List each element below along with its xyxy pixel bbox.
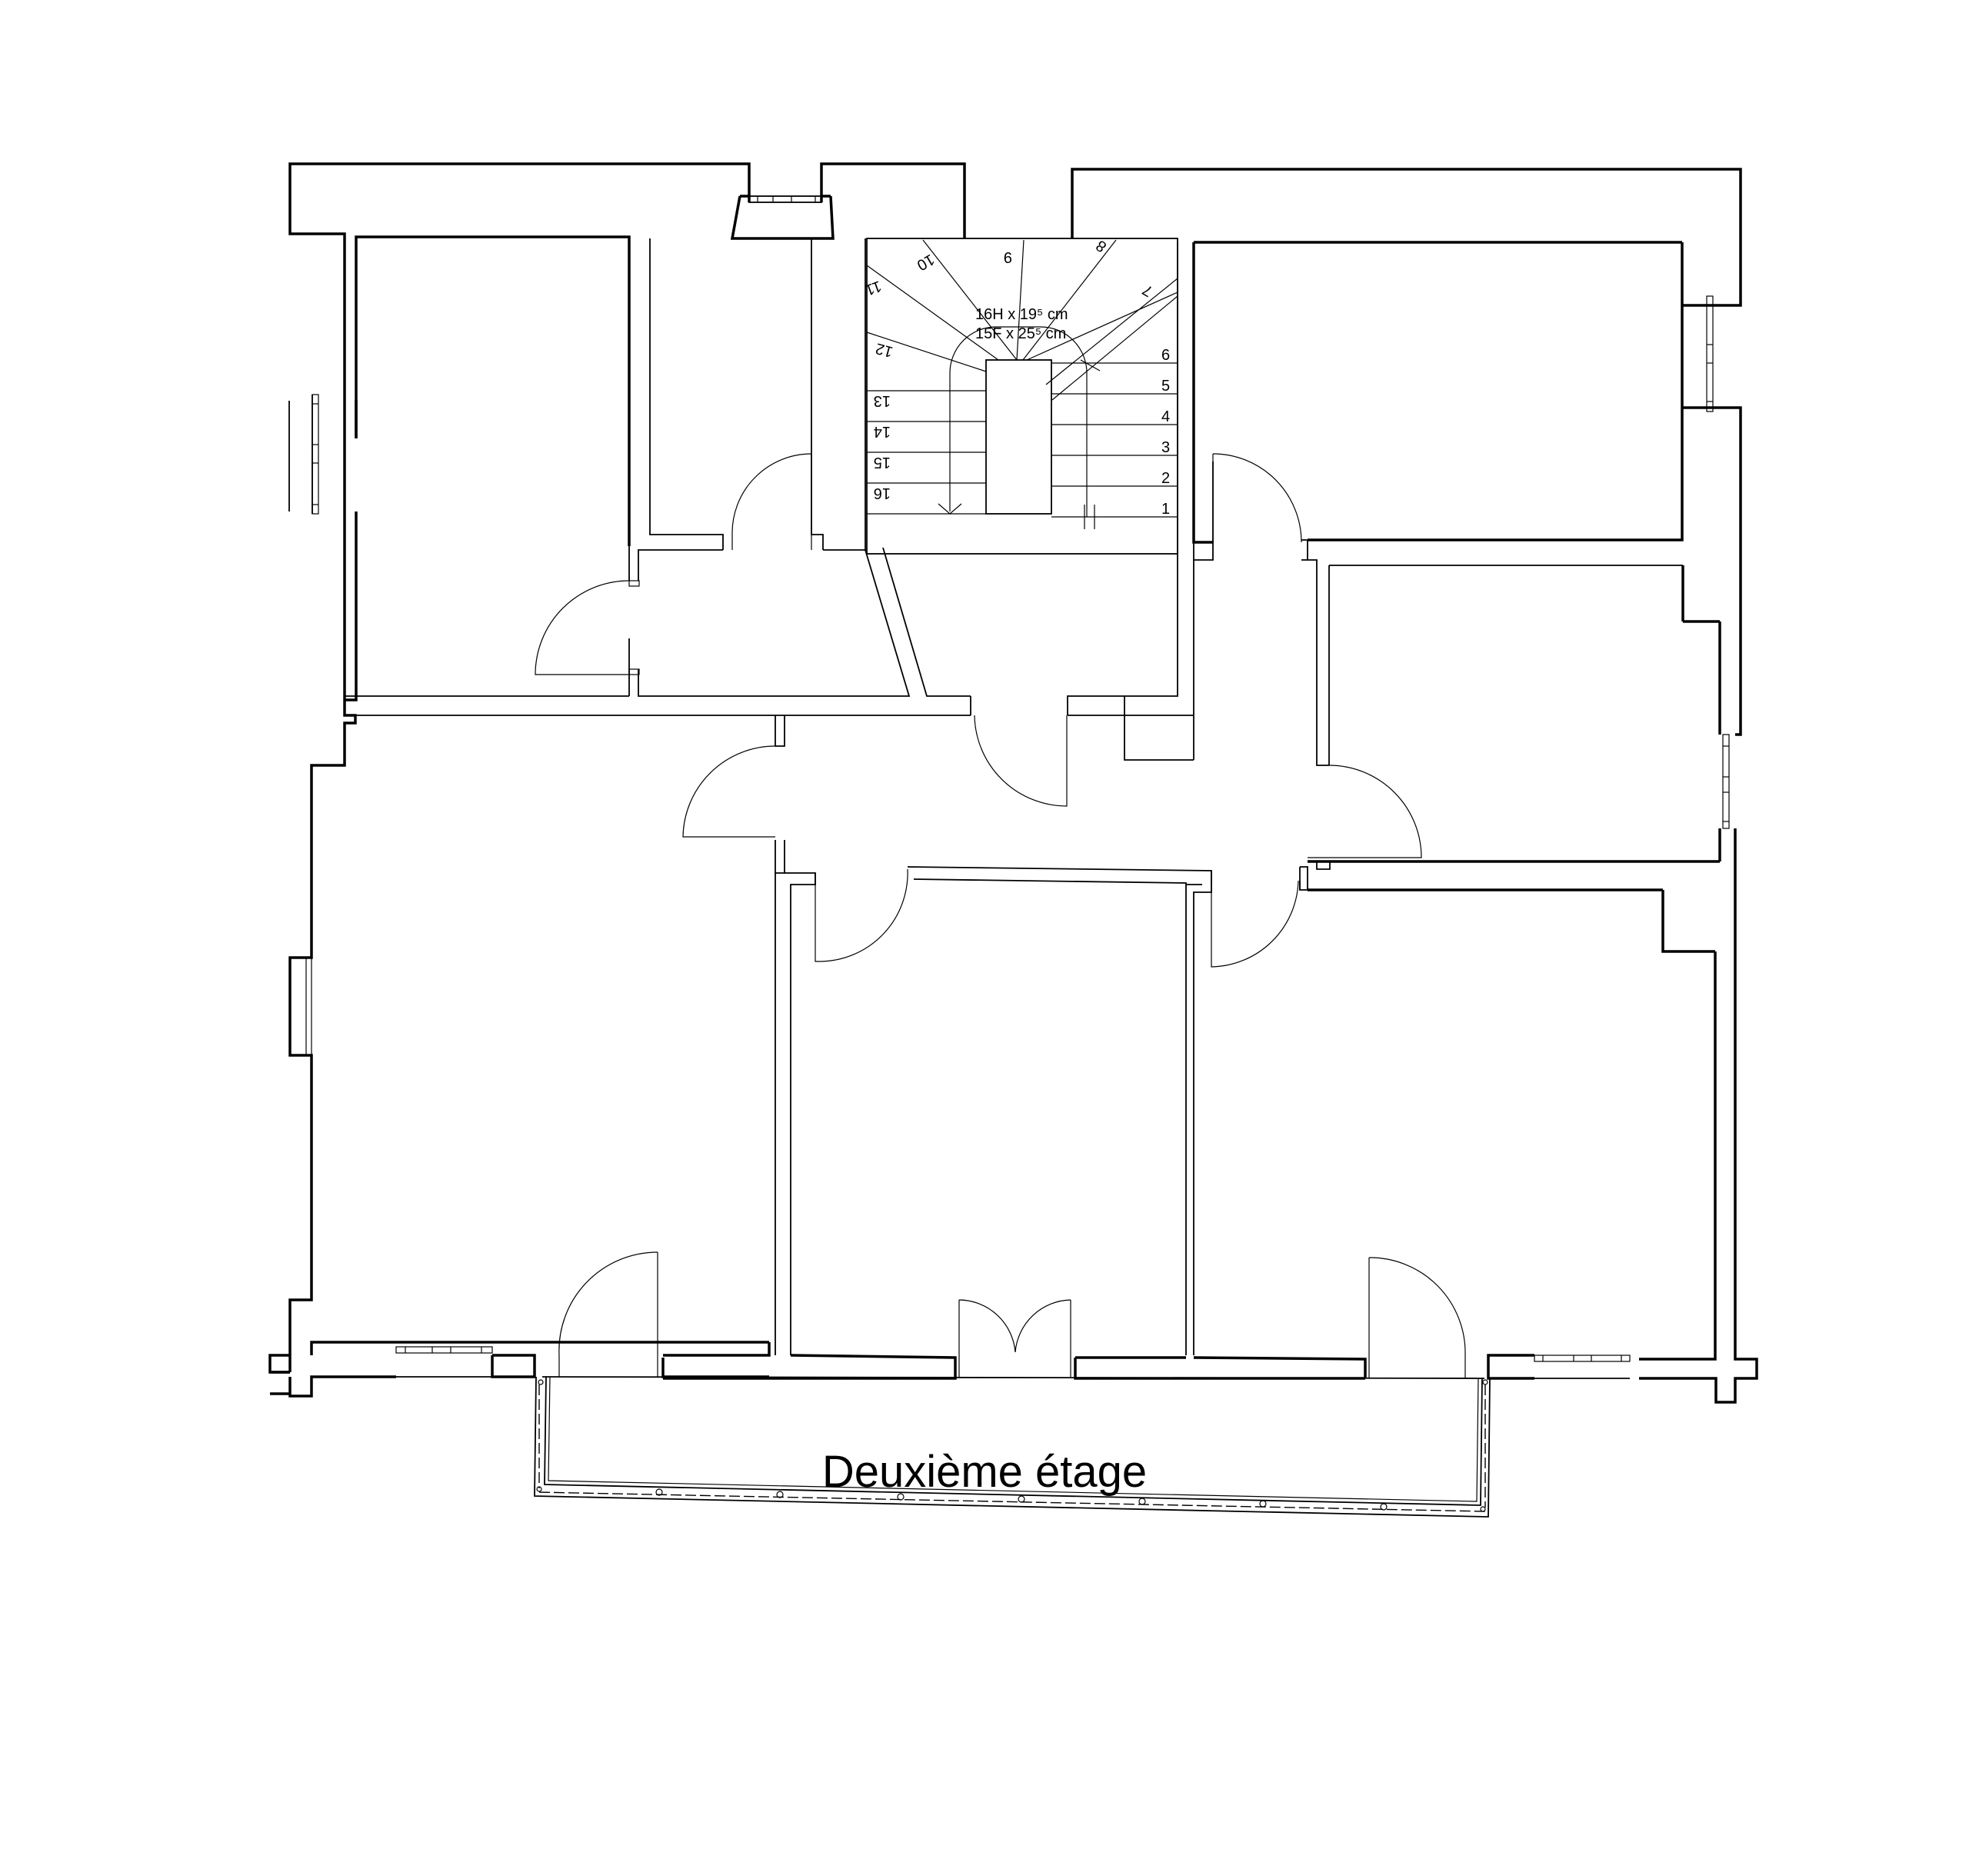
top-window [730,195,835,240]
stair-step-9: 9 [1004,248,1012,265]
stair-step-13: 13 [874,392,891,409]
stair-step-15: 15 [874,454,891,471]
right-window-middle [1722,734,1730,829]
right-window-upper [1706,295,1714,412]
door-left-large-room[interactable] [682,745,776,838]
stair-step-4: 4 [1161,408,1170,425]
left-window-lower [289,957,312,1056]
bottom-window-right [1487,1354,1631,1380]
floor-title: Deuxième étage [821,1447,1148,1497]
interior-walls [345,238,1683,1380]
door-center-bottom-room[interactable] [815,868,908,962]
stair-step-16: 16 [874,485,891,501]
door-upper-left-room[interactable] [535,580,640,675]
staircase: 1 2 3 4 5 6 7 8 9 10 11 12 13 14 15 16 1… [863,237,1178,555]
left-window-upper [288,394,319,515]
door-stair-hall[interactable] [974,715,1068,807]
stair-step-6: 6 [1161,347,1170,364]
door-upper-small-room[interactable] [731,453,812,550]
balcony [534,1376,1491,1518]
door-balcony-right[interactable] [1368,1257,1466,1378]
door-balcony-center[interactable] [958,1299,1071,1377]
stair-step-3: 3 [1161,439,1170,456]
stair-step-12: 12 [874,339,895,360]
bottom-window-left [395,1346,493,1378]
door-right-middle-room[interactable] [1308,765,1422,858]
stair-step-5: 5 [1161,378,1170,395]
door-upper-right-room[interactable] [1212,453,1302,543]
stair-step-14: 14 [874,423,891,440]
stair-step-2: 2 [1161,470,1170,487]
stair-step-7: 7 [1140,281,1156,300]
stair-step-8: 8 [1093,237,1110,255]
stair-spec-risers: 16H x 19⁵ cm [975,306,1068,323]
outer-walls [268,162,1758,1404]
doors [535,453,1466,1378]
door-right-bottom-room[interactable] [1211,880,1299,968]
door-balcony-left[interactable] [558,1251,658,1377]
stair-spec-treads: 15F x 25⁵ cm [975,325,1066,342]
stair-step-1: 1 [1161,501,1170,518]
